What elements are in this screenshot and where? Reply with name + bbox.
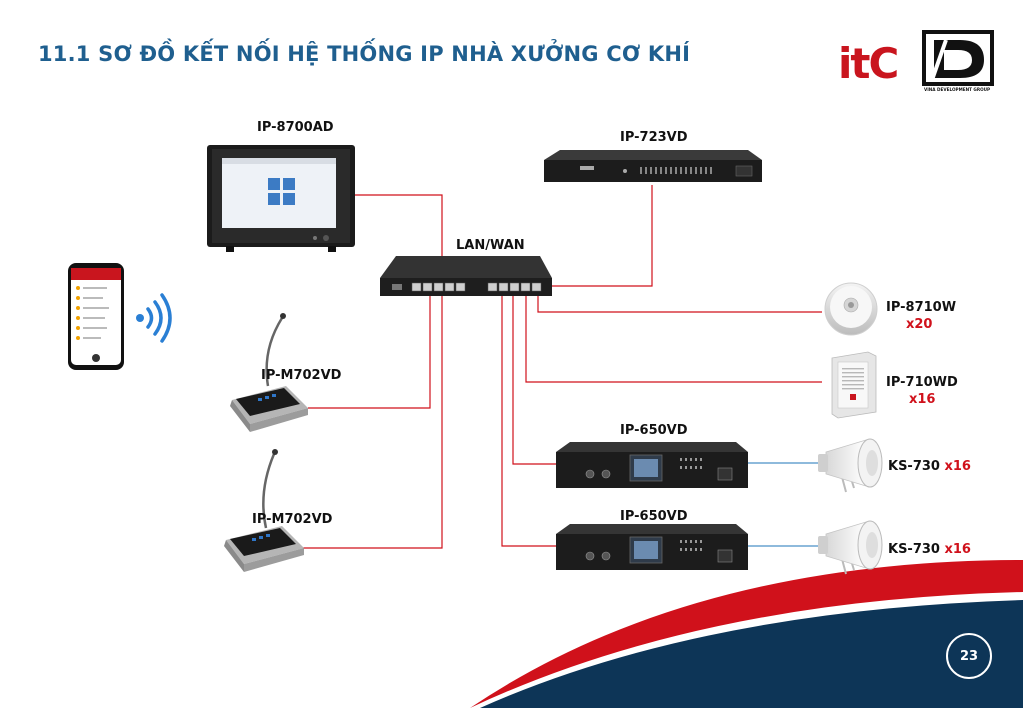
qty-ip8710w: x20 <box>906 317 933 332</box>
label-horn-1: KS-730 x16 <box>888 459 971 474</box>
horn-speaker-2-device <box>818 520 883 575</box>
link-ip8710w <box>537 296 822 313</box>
page-title: 11.1 SƠ ĐỒ KẾT NỐI HỆ THỐNG IP NHÀ XƯỞNG… <box>38 42 691 66</box>
wifi-icon <box>136 293 172 343</box>
horn-speaker-1-device <box>818 438 883 493</box>
link-ip710wd <box>525 296 822 383</box>
speaker-links <box>748 462 822 547</box>
amplifier-2-device <box>556 524 748 570</box>
label-ip8710w: IP-8710W <box>886 300 957 315</box>
svg-text:itC: itC <box>838 39 897 88</box>
link-amp1 <box>512 296 556 465</box>
horn-1-name: KS-730 <box>888 459 940 474</box>
qty-ip710wd: x16 <box>909 392 936 407</box>
label-mic-1: IP-M702VD <box>261 368 342 383</box>
lan-links <box>303 185 822 549</box>
smartphone-device <box>68 263 124 370</box>
link-mic1 <box>308 296 431 409</box>
vdg-logo: VINA DEVELOPMENT GROUP <box>922 30 994 92</box>
page-number: 23 <box>946 633 992 679</box>
mic-console-2-device <box>224 449 304 572</box>
svg-text:VINA DEVELOPMENT GROUP: VINA DEVELOPMENT GROUP <box>924 87 990 92</box>
footer-navy-wave <box>480 600 1023 708</box>
footer-red-stripe <box>300 560 1023 708</box>
ip723vd-device <box>544 150 762 182</box>
label-ip8700ad: IP-8700AD <box>257 120 334 135</box>
label-lan-wan: LAN/WAN <box>456 238 525 253</box>
horn-2-qty: x16 <box>944 542 971 557</box>
wall-speaker-device <box>831 351 877 419</box>
link-amp2 <box>501 296 556 547</box>
link-mic2 <box>303 296 443 549</box>
label-mic-2: IP-M702VD <box>252 512 333 527</box>
label-ip723vd: IP-723VD <box>620 130 688 145</box>
ceiling-speaker-device <box>824 282 878 336</box>
amplifier-1-device <box>556 442 748 488</box>
link-ip723vd <box>545 185 653 287</box>
mic-console-1-device <box>230 313 308 432</box>
horn-1-qty: x16 <box>944 459 971 474</box>
horn-2-name: KS-730 <box>888 542 940 557</box>
label-amp-2: IP-650VD <box>620 509 688 524</box>
label-ip710wd: IP-710WD <box>886 375 958 390</box>
ip8700ad-device <box>207 145 355 252</box>
lan-switch-device <box>380 256 552 296</box>
itc-logo: itC <box>838 39 899 88</box>
label-horn-2: KS-730 x16 <box>888 542 971 557</box>
footer-decoration <box>300 560 1023 708</box>
link-ip8700ad <box>354 194 443 258</box>
label-amp-1: IP-650VD <box>620 423 688 438</box>
